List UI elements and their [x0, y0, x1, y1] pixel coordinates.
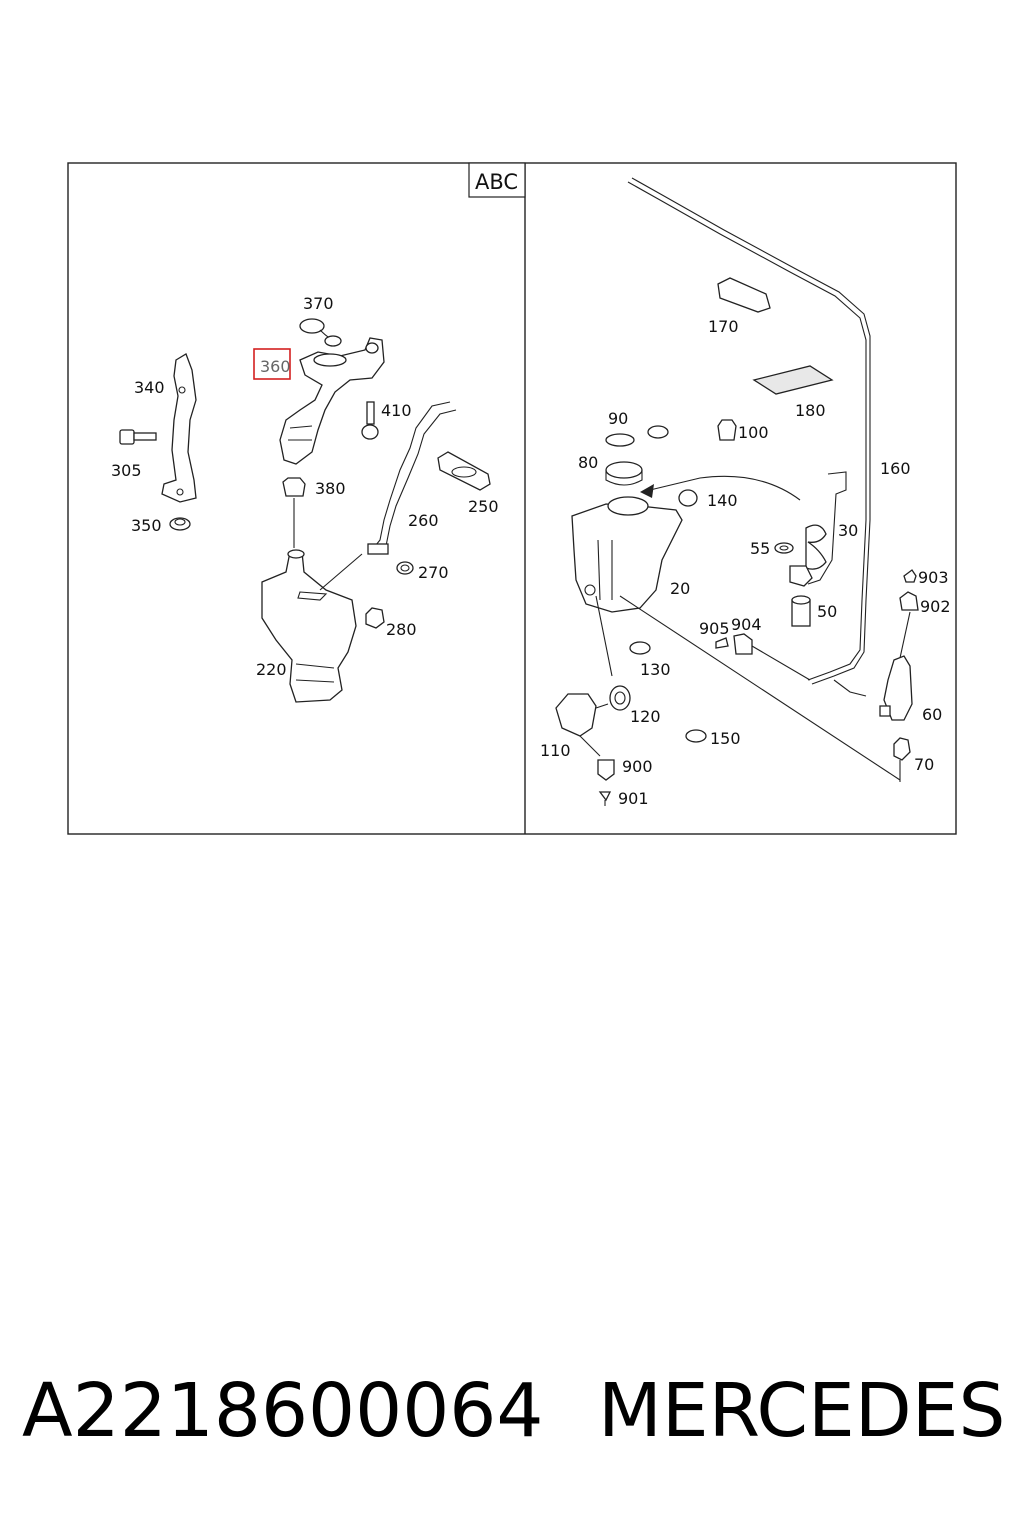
- right-labels: 170 180 160 90 100 80 140 30 55 20 50 90…: [540, 317, 951, 808]
- label-360: 360: [260, 357, 291, 376]
- brand-name: MERCEDES: [598, 1368, 1006, 1454]
- label-220: 220: [256, 660, 287, 679]
- part-150-grommet: [685, 729, 707, 743]
- part-305-bolt: [119, 429, 157, 445]
- label-903: 903: [918, 568, 949, 587]
- diagram-frame: [67, 162, 957, 835]
- part-360-filler-neck: [279, 337, 385, 465]
- label-905: 905: [699, 619, 730, 638]
- part-220-reservoir: [261, 549, 363, 703]
- label-110: 110: [540, 741, 571, 760]
- label-305: 305: [111, 461, 142, 480]
- part-903-902-connector: [899, 569, 919, 611]
- label-340: 340: [134, 378, 165, 397]
- part-905-904-connector: [715, 633, 811, 681]
- label-900: 900: [622, 757, 653, 776]
- label-160: 160: [880, 459, 911, 478]
- group-label-box: [468, 162, 526, 198]
- part-410-screw: [361, 401, 379, 440]
- label-350: 350: [131, 516, 162, 535]
- part-100-plug: [717, 419, 737, 441]
- part-340-bracket: [161, 353, 197, 503]
- part-30-bracket: [789, 471, 847, 587]
- label-260: 260: [408, 511, 439, 530]
- label-380: 380: [315, 479, 346, 498]
- parts-diagram: ABC: [67, 162, 957, 835]
- label-370: 370: [303, 294, 334, 313]
- label-55: 55: [750, 539, 770, 558]
- label-20: 20: [670, 579, 690, 598]
- label-80: 80: [578, 453, 598, 472]
- part-180-pad: [752, 365, 834, 395]
- label-170: 170: [708, 317, 739, 336]
- part-280-nut: [365, 607, 385, 629]
- label-140: 140: [707, 491, 738, 510]
- label-410: 410: [381, 401, 412, 420]
- part-370-cap: [299, 318, 342, 347]
- label-90: 90: [608, 409, 628, 428]
- part-350-grommet: [169, 517, 191, 531]
- part-50-filter: [791, 595, 811, 627]
- part-140-grommet: [678, 489, 698, 507]
- label-50: 50: [817, 602, 837, 621]
- part-900-901-connector: [597, 759, 615, 806]
- label-130: 130: [640, 660, 671, 679]
- part-55-washer: [774, 542, 794, 554]
- label-100: 100: [738, 423, 769, 442]
- label-120: 120: [630, 707, 661, 726]
- highlight-box-360: [253, 348, 291, 380]
- label-270: 270: [418, 563, 449, 582]
- label-250: 250: [468, 497, 499, 516]
- label-60: 60: [922, 705, 942, 724]
- part-250-clip: [437, 451, 491, 491]
- part-60-pump: [879, 611, 913, 721]
- part-380-seal: [282, 477, 306, 548]
- left-labels: 370 340 410 305 380 260 250 350 270 280 …: [111, 294, 499, 679]
- part-130-grommet: [629, 641, 651, 655]
- part-270-clamp: [396, 561, 414, 575]
- part-number: A2218600064: [22, 1368, 544, 1454]
- label-180: 180: [795, 401, 826, 420]
- label-70: 70: [914, 755, 934, 774]
- part-160-hose-line: [627, 177, 871, 697]
- part-260-hose: [367, 401, 457, 555]
- part-120-seal: [609, 685, 631, 711]
- label-150: 150: [710, 729, 741, 748]
- label-280: 280: [386, 620, 417, 639]
- label-904: 904: [731, 615, 762, 634]
- part-170-nozzle: [717, 277, 771, 313]
- label-30: 30: [838, 521, 858, 540]
- part-20-reservoir: [571, 496, 901, 781]
- label-901: 901: [618, 789, 649, 808]
- group-label: ABC: [475, 170, 518, 194]
- part-80-cap: [605, 461, 643, 486]
- part-70-grommet: [893, 737, 911, 761]
- label-902: 902: [920, 597, 951, 616]
- part-90-seal: [605, 425, 669, 447]
- footer: A2218600064 MERCEDES: [0, 1368, 1024, 1468]
- part-110-sensor: [555, 693, 609, 757]
